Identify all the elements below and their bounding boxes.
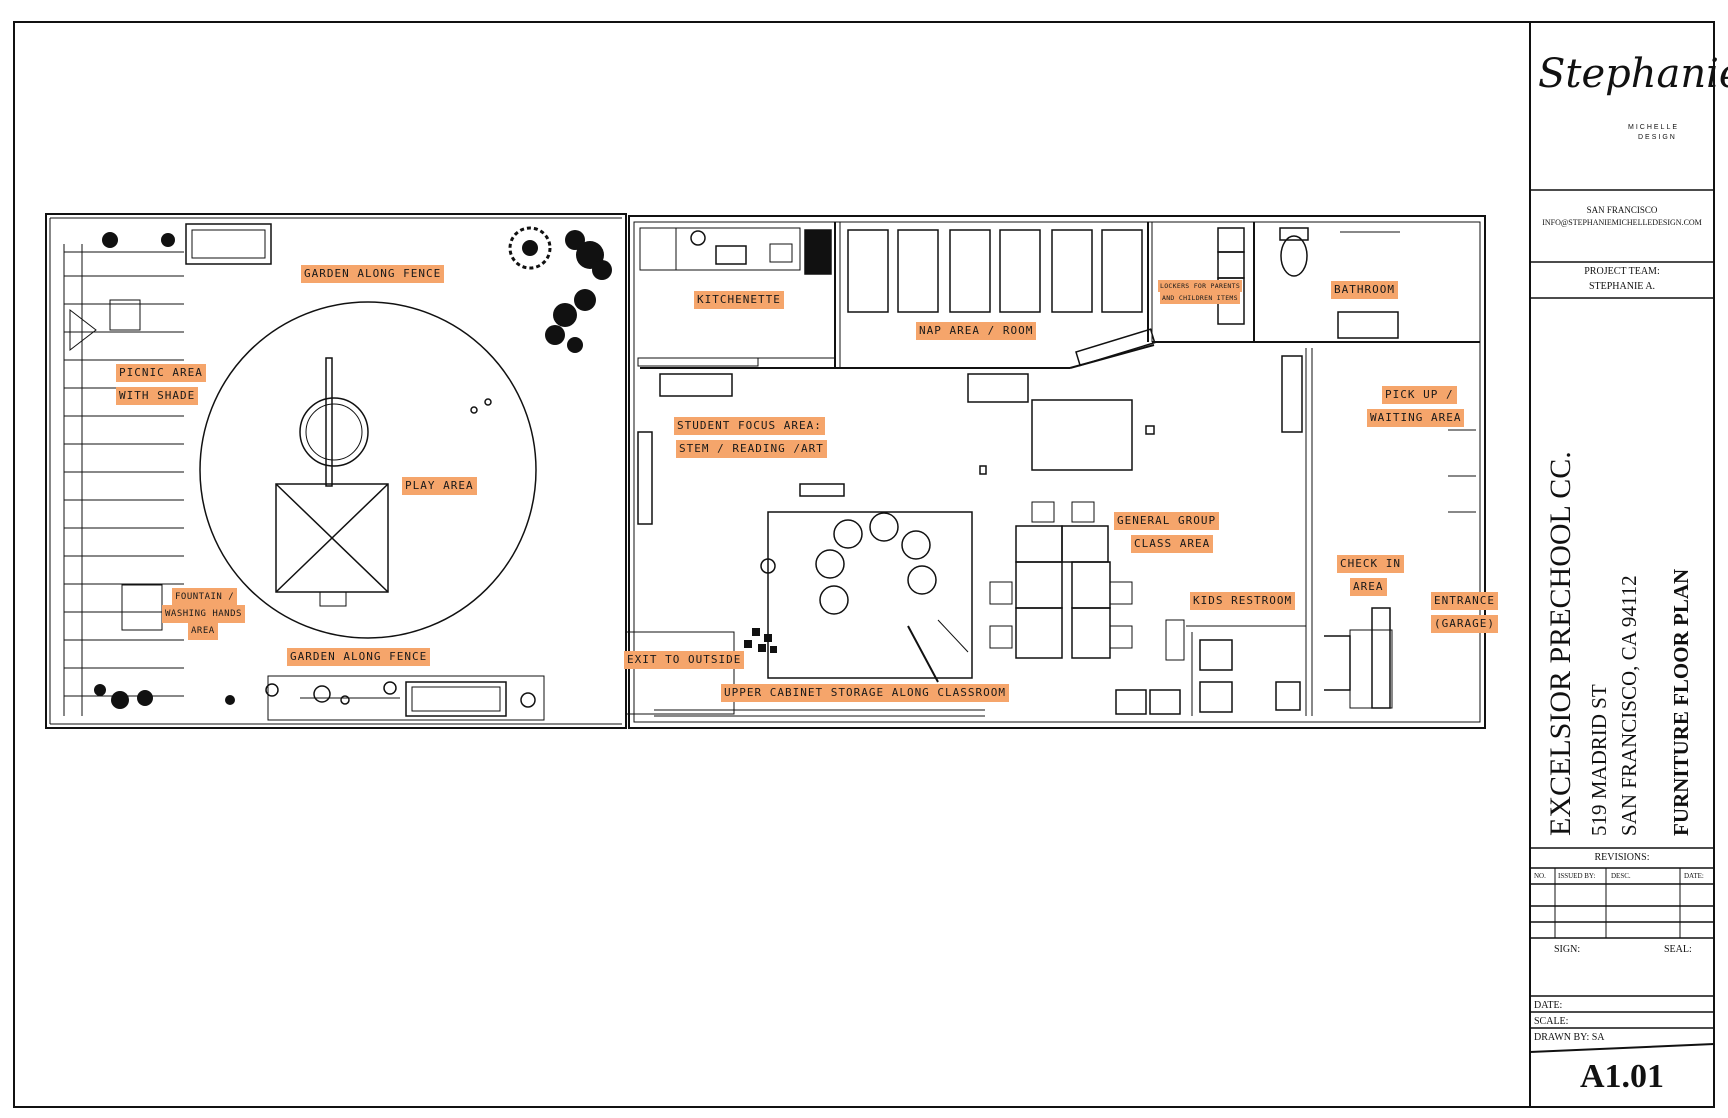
bottom-planter bbox=[267, 675, 545, 721]
label-kitchenette: KITCHENETTE bbox=[694, 291, 784, 309]
project-team-name: STEPHANIE A. bbox=[1588, 281, 1656, 292]
pergola bbox=[63, 244, 184, 716]
label-garden-top: GARDEN ALONG FENCE bbox=[301, 265, 445, 283]
label-upper-cabinet: UPPER CABINET STORAGE ALONG CLASSROOM bbox=[721, 684, 1010, 702]
seal-label: SEAL: bbox=[1664, 944, 1692, 955]
trees bbox=[94, 226, 612, 709]
label-checkin-1: CHECK IN bbox=[1337, 555, 1404, 573]
col-issued: ISSUED BY: bbox=[1558, 872, 1596, 880]
address-line-1: 519 MADRID ST bbox=[1587, 684, 1611, 836]
label-exit: EXIT TO OUTSIDE bbox=[624, 651, 745, 669]
sign-label: SIGN: bbox=[1554, 944, 1581, 955]
label-entrance-1: ENTRANCE bbox=[1431, 592, 1498, 610]
label-checkin-2: AREA bbox=[1350, 578, 1387, 596]
col-desc: DESC. bbox=[1611, 872, 1631, 880]
play-area-circle bbox=[199, 301, 537, 639]
label-general-1: GENERAL GROUP bbox=[1114, 512, 1220, 530]
col-no: NO. bbox=[1534, 872, 1546, 880]
email-text[interactable]: INFO@STEPHANIEMICHELLEDESIGN.COM bbox=[1542, 218, 1702, 227]
label-picnic-1: PICNIC AREA bbox=[116, 364, 206, 382]
date-label: DATE: bbox=[1534, 1000, 1563, 1011]
logo-script: Stephanie bbox=[1538, 51, 1728, 97]
sheet-border bbox=[13, 21, 1715, 1108]
city-text: SAN FRANCISCO bbox=[1586, 205, 1658, 215]
logo-sub-1: MICHELLE bbox=[1628, 124, 1680, 131]
project-team-label: PROJECT TEAM: bbox=[1584, 266, 1660, 277]
slide-post bbox=[325, 357, 333, 487]
col-date: DATE: bbox=[1684, 872, 1704, 880]
label-play-area: PLAY AREA bbox=[402, 477, 477, 495]
building-walls bbox=[625, 215, 1486, 729]
label-garden-bottom: GARDEN ALONG FENCE bbox=[287, 648, 431, 666]
label-picnic-2: WITH SHADE bbox=[116, 387, 199, 405]
label-fountain-1: FOUNTAIN / bbox=[172, 588, 238, 606]
label-pickup-1: PICK UP / bbox=[1382, 386, 1457, 404]
label-fountain-2: WASHING HANDS bbox=[162, 605, 245, 623]
address-line-2: SAN FRANCISCO, CA 94112 bbox=[1617, 575, 1641, 836]
planter-top bbox=[185, 223, 272, 265]
label-nap-area: NAP AREA / ROOM bbox=[916, 322, 1037, 340]
label-student-2: STEM / READING /ART bbox=[676, 440, 827, 458]
label-student-1: STUDENT FOCUS AREA: bbox=[674, 417, 825, 435]
logo-sub-2: DESIGN bbox=[1638, 134, 1677, 141]
label-general-2: CLASS AREA bbox=[1131, 535, 1214, 553]
sheet-title: FURNITURE FLOOR PLAN bbox=[1669, 568, 1693, 836]
revisions-label: REVISIONS: bbox=[1594, 852, 1650, 863]
scale-label: SCALE: bbox=[1534, 1016, 1569, 1027]
label-entrance-2: (GARAGE) bbox=[1431, 615, 1498, 633]
label-lockers-2: AND CHILDREN ITEMS bbox=[1160, 292, 1240, 304]
label-lockers-1: LOCKERS FOR PARENTS bbox=[1158, 280, 1243, 292]
label-pickup-2: WAITING AREA bbox=[1367, 409, 1465, 427]
label-bathroom: BATHROOM bbox=[1331, 281, 1398, 299]
label-kids-restroom: KIDS RESTROOM bbox=[1190, 592, 1296, 610]
drawn-by: DRAWN BY: SA bbox=[1534, 1032, 1605, 1043]
title-block-lines bbox=[1529, 189, 1715, 1053]
label-fountain-3: AREA bbox=[188, 622, 218, 640]
outdoor-area bbox=[45, 213, 627, 729]
project-name: EXCELSIOR PRECHOOL CC. bbox=[1544, 451, 1577, 836]
sheet-number: A1.01 bbox=[1579, 1058, 1665, 1095]
